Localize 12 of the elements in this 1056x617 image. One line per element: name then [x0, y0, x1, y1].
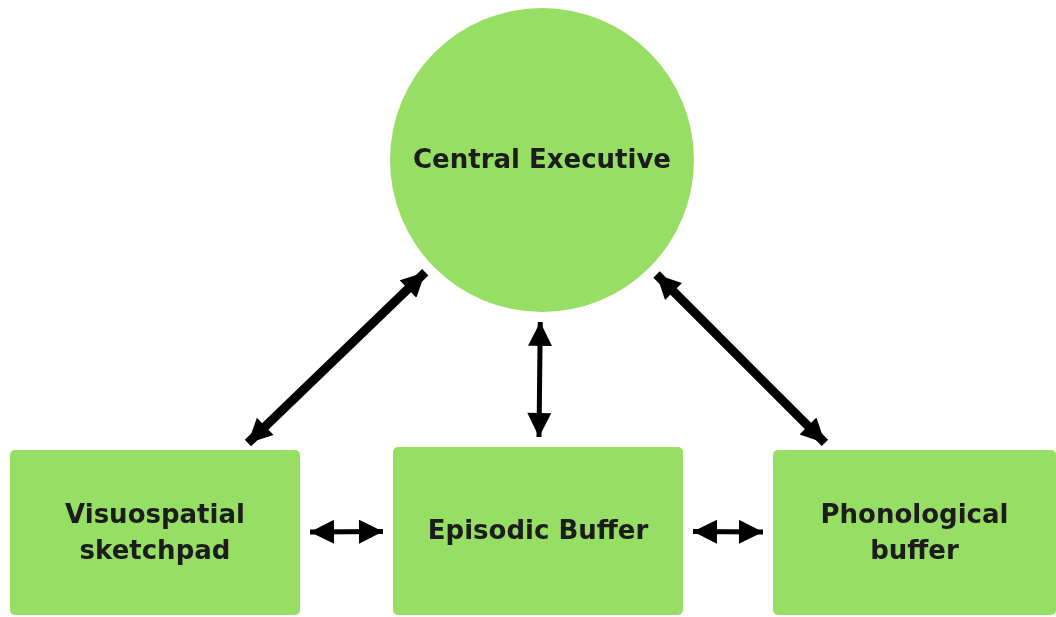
- process-box: [393, 447, 683, 615]
- node-label: Episodic Buffer: [427, 514, 649, 548]
- process-box: [773, 450, 1056, 615]
- double-arrow: [527, 321, 552, 438]
- node-label: Visuospatial sketchpad: [64, 498, 246, 567]
- double-arrow: [693, 519, 763, 544]
- process-box: [10, 450, 300, 615]
- double-arrow: [310, 519, 383, 544]
- double-arrow: [653, 271, 829, 447]
- double-arrow: [244, 269, 429, 447]
- node-label: Central Executive: [413, 143, 671, 177]
- node-label: Phonological buffer: [819, 498, 1010, 567]
